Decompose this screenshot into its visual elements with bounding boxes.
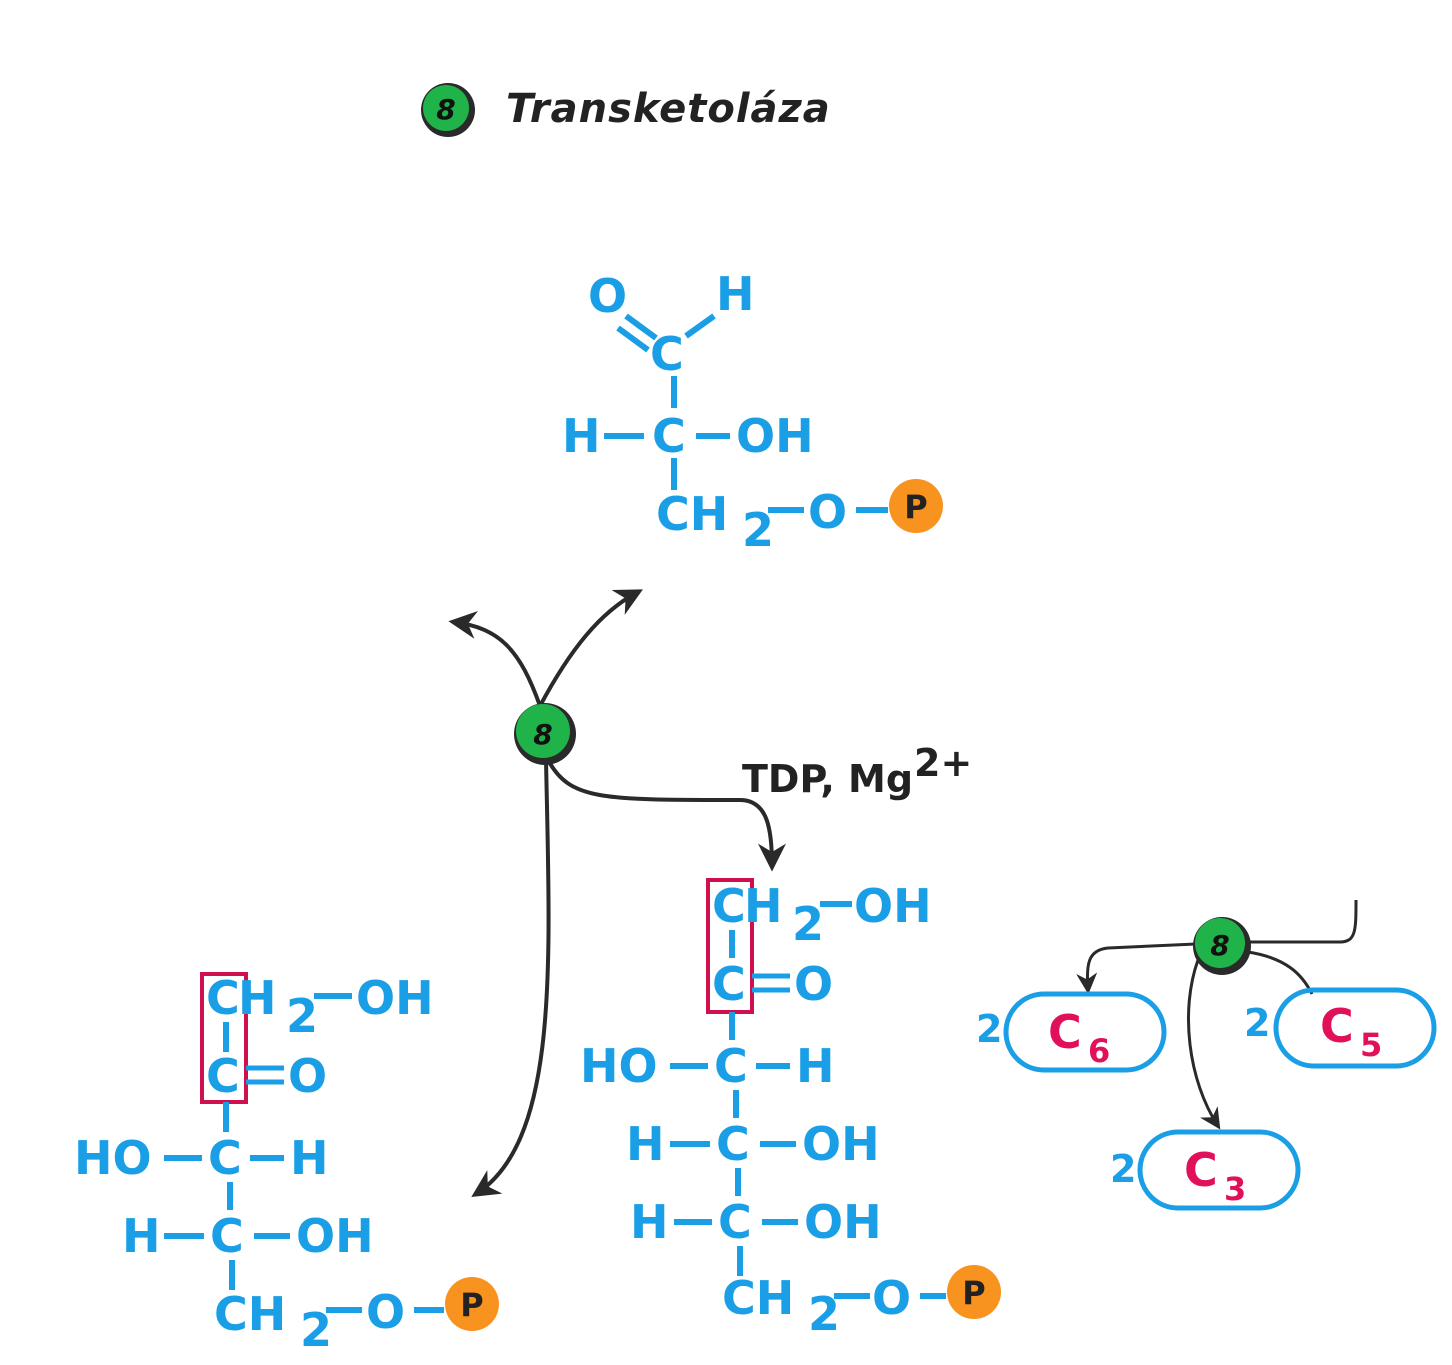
left-r1-subscript: 2 <box>286 989 318 1043</box>
summary-enzyme-badge: 8 <box>1193 917 1251 975</box>
right-r6-ch: CH <box>722 1271 794 1325</box>
right-r4-c: C <box>716 1117 750 1171</box>
right-ketose: C H 2 OH C O HO C H H C OH H C OH CH 2 O <box>580 878 1001 1341</box>
header: 8 Transketoláza <box>421 83 831 137</box>
row3-o: O <box>808 485 847 539</box>
left-ketose: C H 2 OH C O HO C H H C OH CH 2 O P <box>74 971 499 1357</box>
center-enzyme-badge: 8 <box>514 703 576 765</box>
left-r4-h: H <box>122 1209 161 1263</box>
right-r2-o: O <box>794 957 833 1011</box>
arrow-line-top-right <box>1246 899 1358 944</box>
left-r4-oh: OH <box>296 1209 374 1263</box>
enzyme-title: Transketoláza <box>506 86 831 132</box>
cofactor-superscript: 2+ <box>914 741 972 785</box>
right-r5-oh: OH <box>804 1195 882 1249</box>
arrow-down-left <box>471 759 551 1198</box>
enzyme-badge: 8 <box>421 83 475 137</box>
summary-arrows <box>1076 899 1358 1130</box>
enzyme-number: 8 <box>436 93 455 126</box>
right-phosphate-group: P <box>947 1265 1001 1319</box>
c3-subscript: 3 <box>1224 1170 1246 1208</box>
c6-coefficient: 2 <box>976 1007 1002 1051</box>
c5-capsule <box>1273 987 1437 1069</box>
right-r3-c: C <box>714 1039 748 1093</box>
c3-group: 2 C 3 <box>1110 1129 1301 1211</box>
cofactors: TDP, Mg 2+ <box>742 741 972 801</box>
arrow-to-c6 <box>1076 942 1197 995</box>
right-r1-subscript: 2 <box>792 897 824 951</box>
row3-ch: CH <box>656 487 728 541</box>
right-r3-ho: HO <box>580 1039 658 1093</box>
arrow-out-upper-right <box>538 589 643 707</box>
c3-capsule <box>1137 1129 1301 1211</box>
glyceraldehyde-3-phosphate: O H C H C OH CH 2 O P <box>562 267 943 557</box>
left-phosphate-label: P <box>460 1286 483 1324</box>
right-r5-c: C <box>718 1195 752 1249</box>
double-bond-line-b <box>616 325 650 353</box>
phosphate-group: P <box>889 479 943 533</box>
row2-c: C <box>652 409 686 463</box>
right-r4-h: H <box>626 1117 665 1171</box>
left-r2-c: C <box>206 1049 240 1103</box>
c6-subscript: 6 <box>1088 1032 1110 1070</box>
bond-c-h <box>684 313 716 339</box>
right-r1-h: H <box>744 879 783 933</box>
arrow-to-c3 <box>1186 959 1221 1130</box>
double-bond-line-a <box>624 313 658 341</box>
c3-coefficient: 2 <box>1110 1147 1136 1191</box>
left-r4-c: C <box>210 1209 244 1263</box>
left-r5-ch: CH <box>214 1287 286 1341</box>
c5-coefficient: 2 <box>1244 1001 1270 1045</box>
left-phosphate-group: P <box>445 1277 499 1331</box>
row2-oh: OH <box>736 409 814 463</box>
left-r5-o: O <box>366 1285 405 1339</box>
aldehyde-oxygen: O <box>588 269 627 323</box>
c6-capsule <box>1003 991 1167 1073</box>
left-r1-c: C <box>206 971 240 1025</box>
right-r5-h: H <box>630 1195 669 1249</box>
right-phosphate-label: P <box>962 1274 985 1312</box>
c5-group: 2 C 5 <box>1244 987 1437 1069</box>
line-from-c5 <box>1247 950 1314 995</box>
summary-enzyme-number: 8 <box>1210 929 1229 962</box>
c6-letter: C <box>1048 1005 1082 1059</box>
right-r1-oh: OH <box>854 879 932 933</box>
c3-letter: C <box>1184 1143 1218 1197</box>
row2-h: H <box>562 409 601 463</box>
arrow-down-right <box>546 759 786 872</box>
c5-subscript: 5 <box>1360 1026 1382 1064</box>
c6-group: 2 C 6 <box>976 991 1167 1073</box>
left-r3-c: C <box>208 1131 242 1185</box>
left-r1-h: H <box>238 971 277 1025</box>
right-r1-c: C <box>712 879 746 933</box>
right-r2-c: C <box>712 957 746 1011</box>
left-r1-oh: OH <box>356 971 434 1025</box>
phosphate-label: P <box>904 488 927 526</box>
center-enzyme-number: 8 <box>533 718 552 751</box>
left-r3-h: H <box>290 1131 329 1185</box>
aldehyde-hydrogen: H <box>716 267 755 321</box>
cofactor-main: TDP, Mg <box>742 757 913 801</box>
right-r4-oh: OH <box>802 1117 880 1171</box>
right-r3-h: H <box>796 1039 835 1093</box>
reaction-arrows <box>448 589 786 1198</box>
aldehyde-carbon: C <box>650 327 684 381</box>
c5-letter: C <box>1320 999 1354 1053</box>
left-r3-ho: HO <box>74 1131 152 1185</box>
right-r6-o: O <box>872 1271 911 1325</box>
arrow-out-upper-left <box>448 611 542 707</box>
left-r2-o: O <box>288 1049 327 1103</box>
